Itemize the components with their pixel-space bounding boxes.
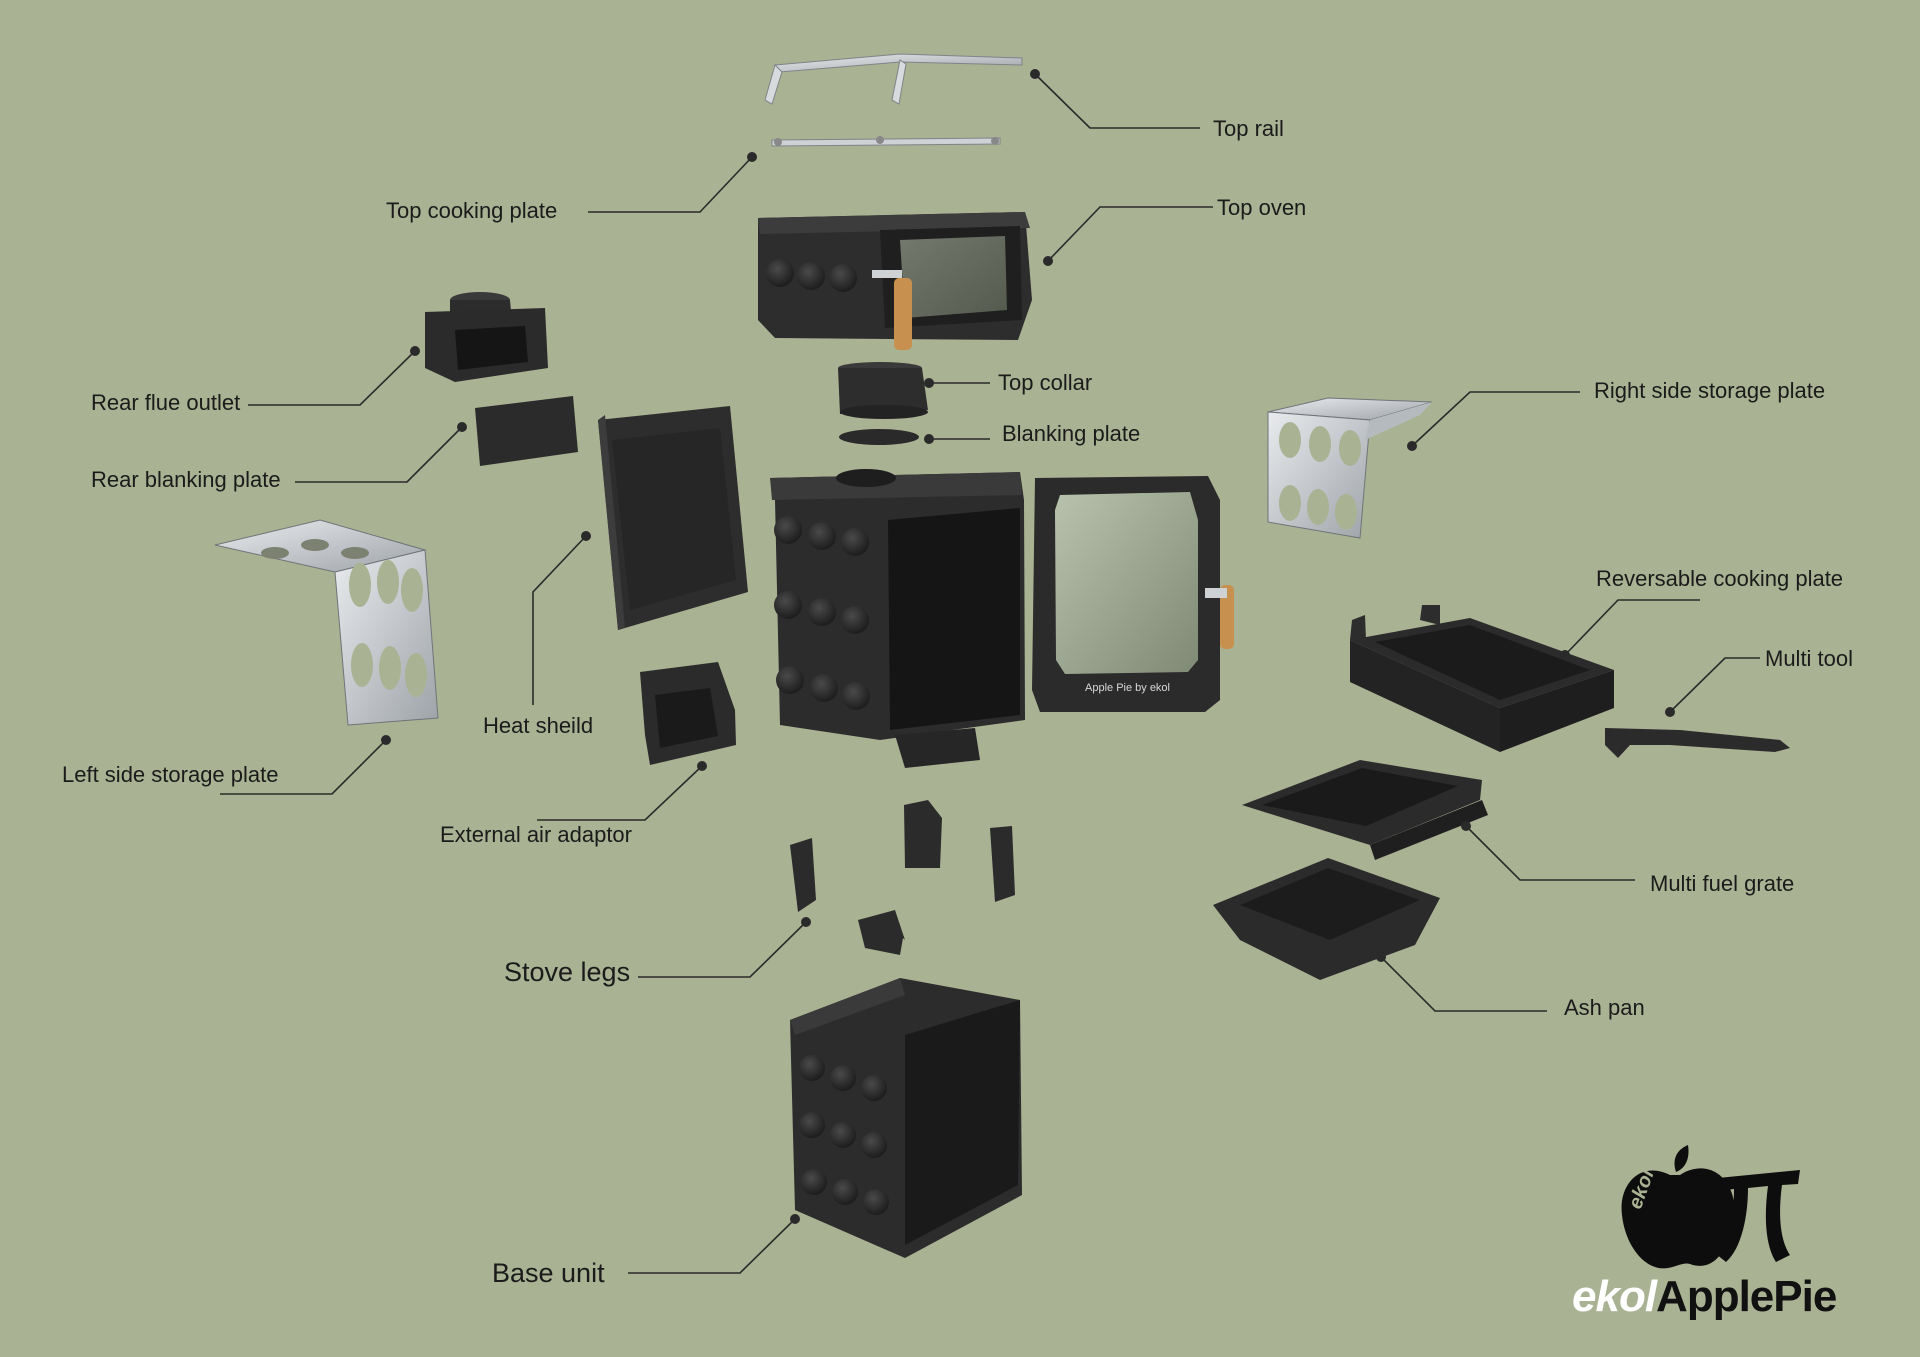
top-oven-part bbox=[758, 212, 1032, 350]
leader-multi-tool bbox=[1669, 657, 1760, 713]
multi-fuel-grate-part bbox=[1242, 760, 1488, 860]
label-rear-flue-outlet: Rear flue outlet bbox=[91, 390, 241, 415]
dot-reversable-cooking-plate bbox=[1560, 650, 1570, 660]
label-top-cooking-plate: Top cooking plate bbox=[386, 198, 558, 223]
leader-rear-blanking-plate bbox=[295, 426, 463, 483]
label-ash-pan: Ash pan bbox=[1564, 995, 1645, 1020]
dot-top-oven bbox=[1043, 256, 1053, 266]
leader-lines bbox=[220, 73, 1760, 1274]
leader-top-rail bbox=[1034, 73, 1200, 129]
dot-rear-flue-outlet bbox=[410, 346, 420, 356]
label-right-side-storage-plate: Right side storage plate bbox=[1594, 378, 1826, 403]
external-air-adaptor-part bbox=[640, 662, 736, 765]
label-top-oven: Top oven bbox=[1217, 195, 1307, 220]
left-side-storage-plate-part bbox=[214, 519, 439, 726]
label-blanking-plate: Blanking plate bbox=[1002, 421, 1141, 446]
dot-rear-blanking-plate bbox=[457, 422, 467, 432]
brand-logo bbox=[1621, 1145, 1800, 1269]
brand-wordmark: ekolApplePie bbox=[1572, 1272, 1837, 1322]
label-stove-legs: Stove legs bbox=[504, 957, 631, 987]
leader-left-side-storage-plate bbox=[220, 739, 387, 795]
leader-external-air-adaptor bbox=[537, 765, 703, 821]
dot-heat-sheild bbox=[581, 531, 591, 541]
heat-shield-part bbox=[598, 406, 748, 630]
leader-rear-flue-outlet bbox=[248, 350, 416, 406]
dot-ash-pan bbox=[1376, 952, 1386, 962]
apple-leaf-icon bbox=[1674, 1145, 1689, 1172]
top-collar-part bbox=[838, 362, 928, 419]
dot-top-collar bbox=[924, 378, 934, 388]
label-left-side-storage-plate: Left side storage plate bbox=[62, 762, 279, 787]
leader-stove-legs bbox=[638, 921, 807, 978]
dot-multi-tool bbox=[1665, 707, 1675, 717]
dot-stove-legs bbox=[801, 917, 811, 927]
leader-dots bbox=[381, 69, 1675, 1224]
label-top-collar: Top collar bbox=[998, 370, 1093, 395]
leader-heat-sheild bbox=[532, 535, 587, 705]
leader-multi-fuel-grate bbox=[1465, 825, 1635, 881]
brand-prefix: ekol bbox=[1572, 1272, 1657, 1321]
label-multi-fuel-grate: Multi fuel grate bbox=[1650, 871, 1795, 896]
dot-left-side-storage-plate bbox=[381, 735, 391, 745]
dot-multi-fuel-grate bbox=[1461, 821, 1471, 831]
leader-base-unit bbox=[628, 1218, 796, 1274]
rear-blanking-plate-part bbox=[475, 396, 578, 466]
label-rear-blanking-plate: Rear blanking plate bbox=[91, 467, 281, 492]
right-side-storage-plate-part bbox=[1267, 397, 1433, 539]
base-unit-part bbox=[790, 978, 1022, 1258]
top-rail-part bbox=[764, 53, 1023, 147]
ash-pan-part bbox=[1213, 858, 1440, 980]
leader-top-cooking-plate bbox=[588, 156, 753, 213]
blanking-plate-part bbox=[839, 429, 919, 445]
door-badge: Apple Pie by ekol bbox=[1085, 682, 1170, 694]
leader-top-oven bbox=[1047, 206, 1213, 262]
rear-flue-outlet-part bbox=[425, 292, 548, 382]
stove-legs-part bbox=[790, 800, 1015, 955]
dot-blanking-plate bbox=[924, 434, 934, 444]
label-multi-tool: Multi tool bbox=[1765, 646, 1854, 671]
apple-icon bbox=[1621, 1168, 1735, 1269]
dot-top-rail bbox=[1030, 69, 1040, 79]
label-top-rail: Top rail bbox=[1213, 116, 1284, 141]
dot-right-side-storage-plate bbox=[1407, 441, 1417, 451]
dot-top-cooking-plate bbox=[747, 152, 757, 162]
leader-ash-pan bbox=[1380, 956, 1547, 1012]
pi-symbol-icon bbox=[1716, 1170, 1800, 1262]
label-external-air-adaptor: External air adaptor bbox=[440, 822, 632, 847]
leader-right-side-storage-plate bbox=[1411, 391, 1580, 447]
dot-external-air-adaptor bbox=[697, 761, 707, 771]
leader-reversable-cooking-plate bbox=[1564, 599, 1700, 656]
stove-door-part: Apple Pie by ekol bbox=[1032, 476, 1234, 712]
label-base-unit: Base unit bbox=[492, 1258, 605, 1288]
label-reversable-cooking-plate: Reversable cooking plate bbox=[1596, 566, 1844, 591]
dot-base-unit bbox=[790, 1214, 800, 1224]
brand-suffix: ApplePie bbox=[1656, 1272, 1837, 1321]
stove-body-part bbox=[770, 469, 1025, 768]
multi-tool-part bbox=[1605, 728, 1790, 758]
label-heat-sheild: Heat sheild bbox=[483, 713, 594, 738]
reversable-cooking-plate-part bbox=[1350, 605, 1614, 752]
